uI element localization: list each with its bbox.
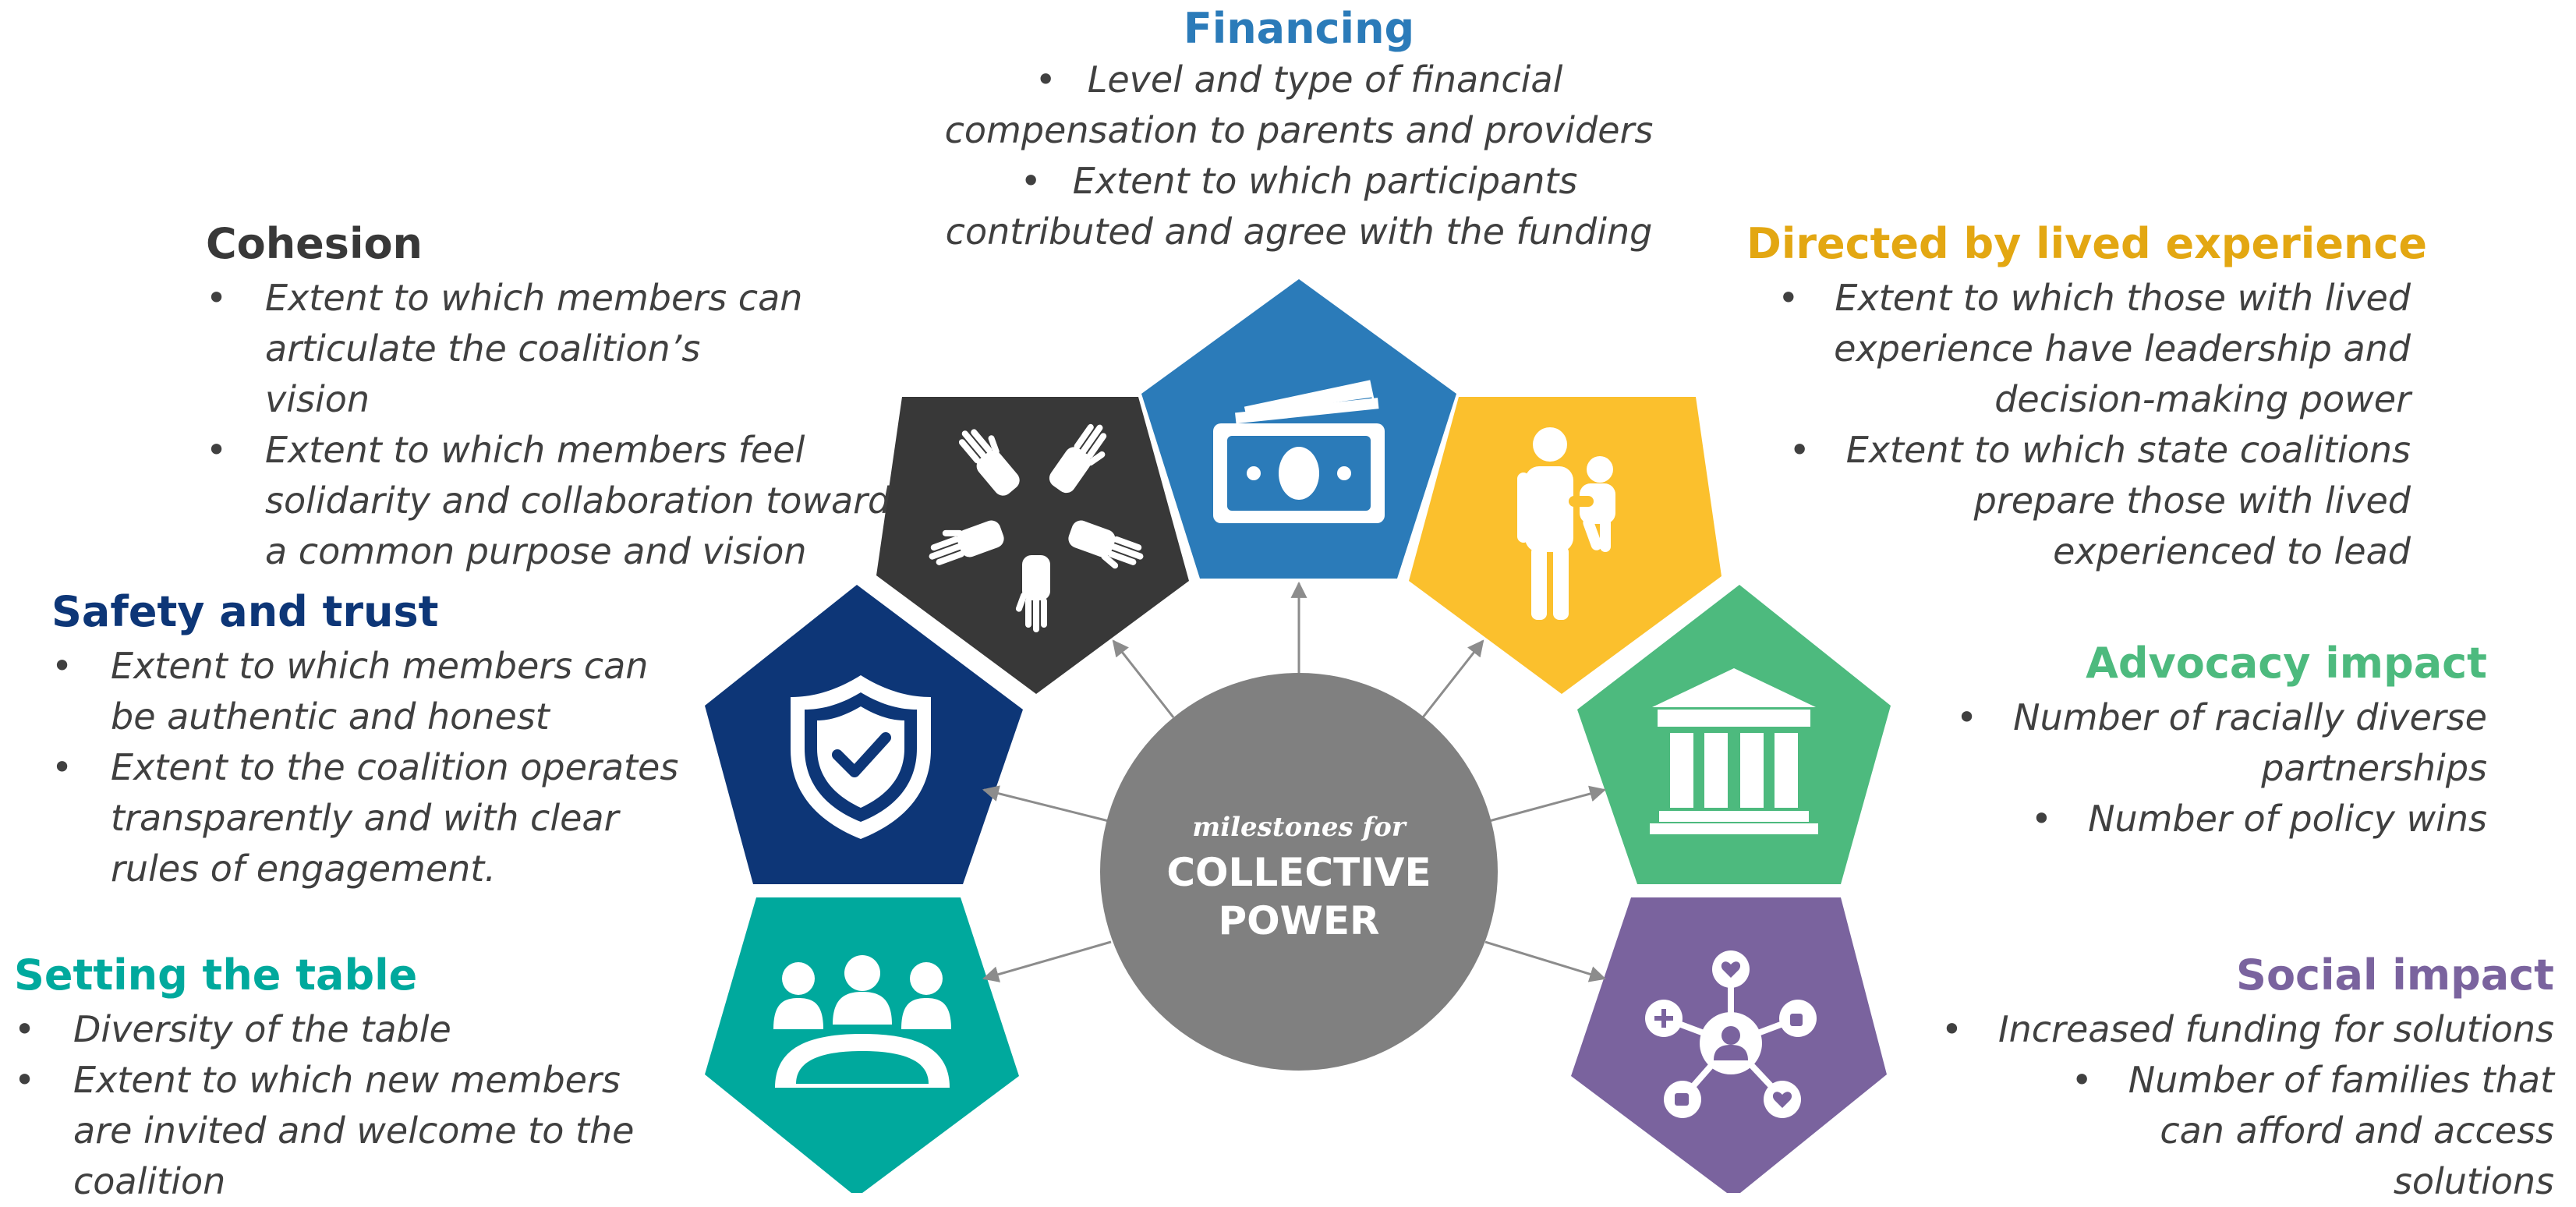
setting-bullet: Diversity of the table	[14, 1004, 700, 1055]
hands-together-icon	[929, 423, 1144, 632]
cohesion-bullet: Extent to which members can articulate t…	[206, 273, 803, 425]
financing-bullet: Extent to which participants contributed…	[909, 156, 1689, 257]
hub-small-text: milestones for	[1192, 812, 1407, 843]
setting-bullets: Diversity of the table Extent to which n…	[14, 1004, 700, 1207]
financing-block: Financing Level and type of financial co…	[897, 3, 1701, 257]
cohesion-pentagon	[876, 397, 1189, 694]
financing-title: Financing	[1183, 4, 1415, 53]
advocacy-bullet: Number of racially diverse partnerships	[1934, 692, 2487, 794]
arrow-to-setting	[982, 940, 1112, 982]
directed-bullets: Extent to which those with lived experie…	[1746, 273, 2411, 577]
shield-check-icon	[791, 675, 931, 839]
safety-bullets: Extent to which members can be authentic…	[51, 641, 699, 894]
safety-title: Safety and trust	[51, 587, 439, 636]
directed-block: Directed by lived experience Extent to w…	[1746, 218, 2428, 577]
advocacy-bullet: Number of policy wins	[1934, 794, 2487, 844]
meeting-table-icon	[773, 955, 951, 1088]
arrow-to-safety	[982, 785, 1109, 823]
social-title: Social impact	[2236, 950, 2554, 1000]
setting-bullet: Extent to which new members are invited …	[14, 1055, 689, 1207]
hub-line-1: COLLECTIVE	[1166, 850, 1431, 895]
safety-bullet: Extent to the coalition operates transpa…	[51, 742, 688, 894]
cohesion-bullets: Extent to which members can articulate t…	[206, 273, 915, 577]
cohesion-block: Cohesion Extent to which members can art…	[206, 218, 915, 577]
hub-line-2: POWER	[1219, 898, 1380, 943]
advocacy-title: Advocacy impact	[2086, 639, 2487, 688]
setting-block: Setting the table Diversity of the table…	[14, 950, 700, 1207]
cash-icon	[1213, 380, 1385, 523]
social-block: Social impact Increased funding for solu…	[1899, 950, 2554, 1207]
advocacy-bullets: Number of racially diverse partnerships …	[1934, 692, 2487, 844]
hub-circle	[1100, 673, 1498, 1071]
social-bullet: Number of families that can afford and a…	[2001, 1055, 2554, 1207]
directed-bullet: Extent to which state coalitions prepare…	[1746, 425, 2411, 577]
arrow-to-directed	[1421, 639, 1484, 718]
parent-child-icon	[1517, 427, 1615, 620]
cohesion-title: Cohesion	[206, 219, 423, 268]
social-network-icon	[1645, 950, 1817, 1118]
hub-arrows	[982, 581, 1607, 982]
setting-title: Setting the table	[14, 950, 418, 1000]
safety-bullet: Extent to which members can be authentic…	[51, 641, 649, 742]
directed-title: Directed by lived experience	[1746, 219, 2428, 268]
arrow-to-advocacy	[1488, 785, 1607, 823]
financing-bullet: Level and type of financial compensation…	[909, 55, 1689, 156]
social-bullet: Increased funding for solutions	[1899, 1004, 2554, 1055]
financing-bullets: Level and type of financial compensation…	[909, 55, 1689, 257]
arrow-to-cohesion	[1112, 639, 1175, 718]
advocacy-block: Advocacy impact Number of racially diver…	[1934, 638, 2487, 844]
government-building-icon	[1650, 668, 1818, 834]
advocacy-pentagon	[1577, 585, 1891, 884]
directed-bullet: Extent to which those with lived experie…	[1746, 273, 2411, 425]
arrow-to-social	[1484, 940, 1607, 982]
cohesion-bullet: Extent to which members feel solidarity …	[206, 425, 915, 577]
safety-block: Safety and trust Extent to which members…	[51, 586, 699, 894]
social-bullets: Increased funding for solutions Number o…	[1899, 1004, 2554, 1207]
